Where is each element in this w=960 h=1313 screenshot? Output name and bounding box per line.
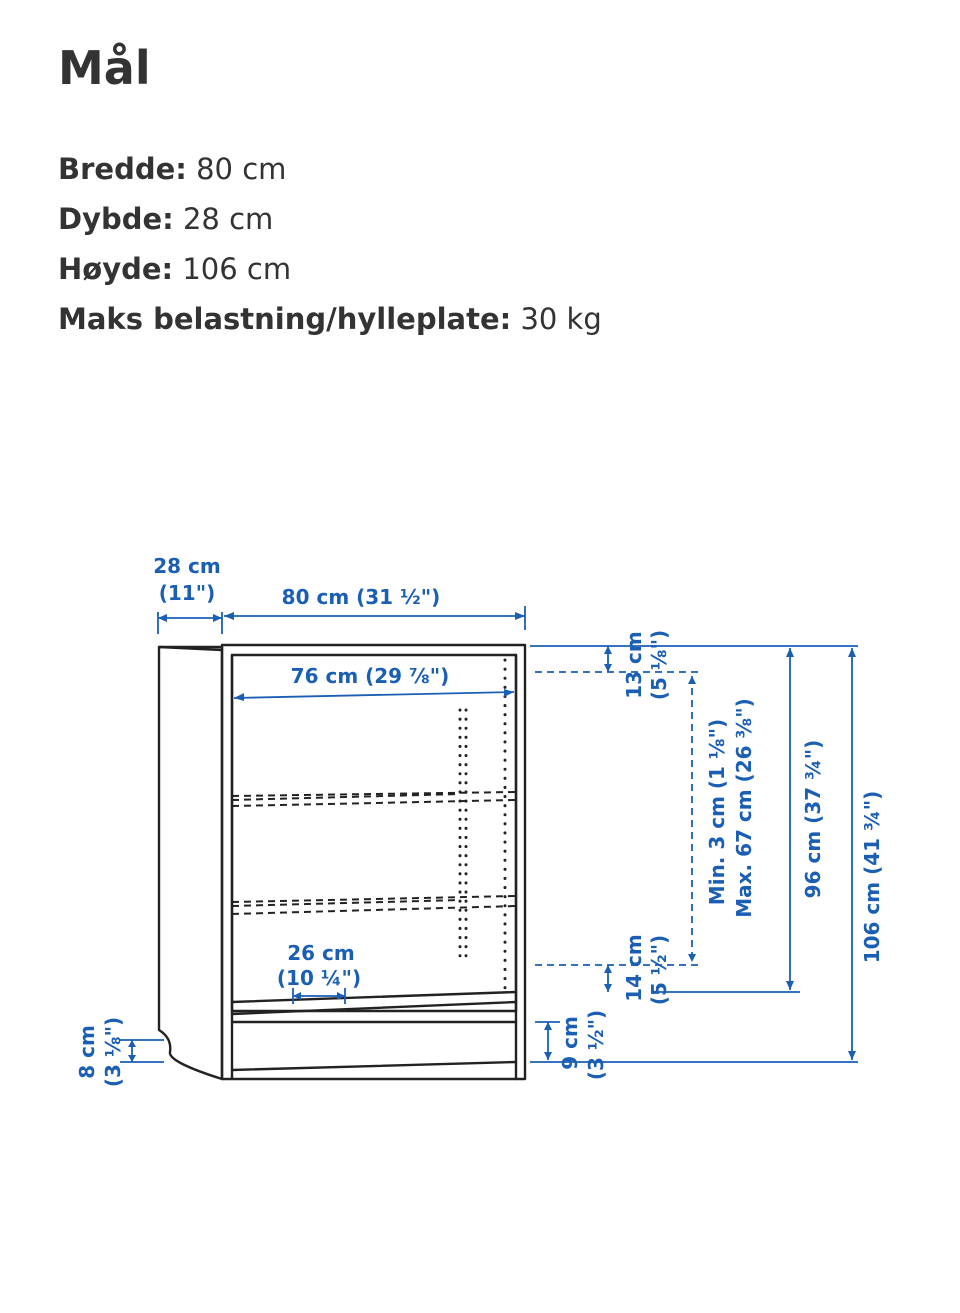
- arrow-106-top: [848, 648, 856, 657]
- dimension-labels: 28 cm (11") 80 cm (31 ½") 76 cm (29 ⅞") …: [75, 554, 884, 1087]
- arrow-shelf-left: [293, 992, 301, 1000]
- front-frame-outer: [220, 643, 527, 1081]
- side-panel-inner-edge: [157, 645, 224, 652]
- spec-depth-label: Dybde:: [58, 202, 174, 236]
- bottom-gap-cm-label: 14 cm: [622, 934, 646, 1002]
- adjustable-shelves: [231, 791, 517, 915]
- shelf-2-front-top: [231, 895, 517, 903]
- arrow-depth-right: [213, 614, 222, 622]
- plinth-in-label: (3 ½"): [584, 1010, 608, 1080]
- arrow-range-bottom: [688, 954, 696, 962]
- shelf-2-front-bottom: [231, 905, 517, 915]
- arrow-inner-right: [504, 689, 514, 697]
- shelf-1-front-top: [231, 791, 517, 797]
- arrow-96-top: [786, 648, 794, 657]
- arrow-bottom-gap-top: [604, 965, 612, 973]
- spec-width-label: Bredde:: [58, 152, 187, 186]
- arrow-plinth-top: [544, 1022, 552, 1030]
- spec-width-value: 80 cm: [196, 152, 287, 186]
- shelf-depth-in-label: (10 ¼"): [277, 966, 361, 990]
- front-frame-inner: [230, 653, 518, 1013]
- plinth-top-2: [230, 1000, 518, 1016]
- inner-width-label: 76 cm (29 ⅞"): [291, 664, 450, 688]
- bookcase-dimension-diagram: 28 cm (11") 80 cm (31 ½") 76 cm (29 ⅞") …: [75, 554, 884, 1087]
- side-panel: [157, 645, 224, 1081]
- bottom-gap-in-label: (5 ½"): [647, 935, 671, 1005]
- shelf-range-max-label: Max. 67 cm (26 ⅜"): [732, 698, 756, 918]
- spec-height-label: Høyde:: [58, 252, 174, 286]
- arrow-inner-left: [234, 693, 244, 701]
- width-total-label: 80 cm (31 ½"): [282, 585, 441, 609]
- foot-in-label: (3 ⅛"): [101, 1017, 125, 1087]
- depth-cm-label: 28 cm: [153, 554, 221, 578]
- shelf-1-back: [231, 793, 461, 801]
- bottom-shelf-back: [230, 990, 518, 1004]
- arrow-96-bottom: [786, 981, 794, 990]
- spec-height-value: 106 cm: [182, 252, 292, 286]
- arrow-shelf-right: [337, 992, 345, 1000]
- arrow-range-top: [688, 676, 696, 684]
- plinth-cm-label: 9 cm: [558, 1016, 582, 1070]
- arrow-top-gap-top: [604, 646, 612, 654]
- plinth-bottom: [230, 1060, 518, 1072]
- shelf-pin-holes: [458, 658, 507, 992]
- top-gap-cm-label: 13 cm: [622, 631, 646, 699]
- shelf-2-back: [231, 899, 461, 907]
- arrow-foot-bottom: [128, 1055, 136, 1062]
- spec-height: Høyde: 106 cm: [58, 244, 602, 294]
- shelf-1-front-bottom: [231, 799, 517, 807]
- spec-width: Bredde: 80 cm: [58, 144, 602, 194]
- page-title: Mål: [58, 41, 151, 95]
- arrow-depth-left: [158, 614, 167, 622]
- spec-max-load-value: 30 kg: [520, 302, 602, 336]
- arrow-width-right: [515, 612, 525, 620]
- bookcase-drawing: [157, 643, 527, 1081]
- shelf-range-min-label: Min. 3 cm (1 ⅛"): [705, 719, 729, 905]
- arrow-106-bottom: [848, 1051, 856, 1060]
- foot-cm-label: 8 cm: [75, 1025, 99, 1079]
- arrow-top-gap-bottom: [604, 664, 612, 672]
- arrow-plinth-bottom: [544, 1052, 552, 1060]
- inner-width-dim-line: [233, 691, 515, 699]
- dimension-specs: Bredde: 80 cm Dybde: 28 cm Høyde: 106 cm…: [58, 144, 602, 344]
- spec-depth-value: 28 cm: [182, 202, 274, 236]
- depth-in-label: (11"): [159, 581, 216, 605]
- dimension-arrowheads: [128, 612, 856, 1062]
- height96-label: 96 cm (37 ¾"): [801, 740, 825, 899]
- height106-label: 106 cm (41 ¾"): [860, 791, 884, 964]
- spec-depth: Dybde: 28 cm: [58, 194, 602, 244]
- arrow-foot-top: [128, 1040, 136, 1047]
- arrow-bottom-gap-bottom: [604, 984, 612, 992]
- shelf-depth-cm-label: 26 cm: [287, 941, 355, 965]
- arrow-width-left: [224, 612, 234, 620]
- spec-max-load-label: Maks belastning/hylleplate:: [58, 302, 512, 336]
- top-gap-in-label: (5 ⅛"): [647, 630, 671, 700]
- spec-max-load: Maks belastning/hylleplate: 30 kg: [58, 294, 602, 344]
